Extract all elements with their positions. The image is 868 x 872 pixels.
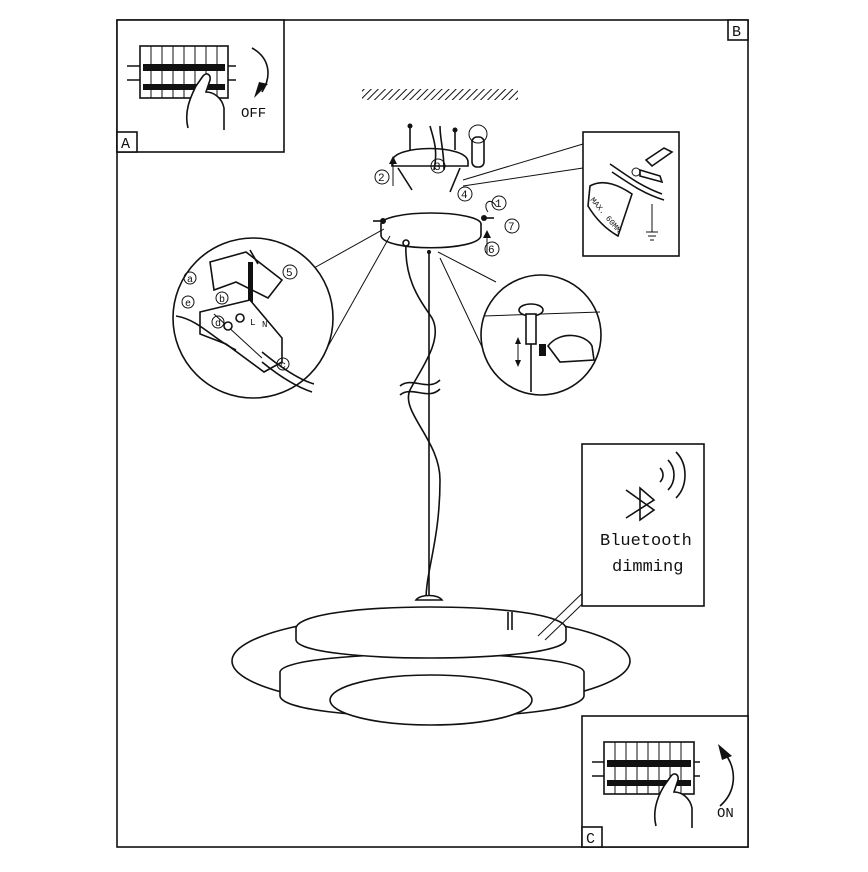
switch-on-label: ON bbox=[717, 806, 734, 822]
wire-a-label: a bbox=[187, 275, 193, 286]
step-markers: 1 2 3 4 7 6 bbox=[374, 156, 520, 257]
panel-c: ON C bbox=[581, 715, 749, 848]
step-7-label: 7 bbox=[508, 222, 515, 234]
hand-icon bbox=[185, 73, 225, 130]
terminal-n-label: N bbox=[262, 320, 267, 330]
panel-c-badge bbox=[581, 826, 603, 848]
rod-clamp-callout bbox=[480, 274, 602, 396]
breaker-strip-a bbox=[127, 45, 236, 99]
terminal-block bbox=[199, 299, 283, 373]
step-6-label: 6 bbox=[488, 245, 495, 257]
canopy bbox=[373, 212, 494, 249]
breaker-strip-c bbox=[592, 741, 700, 795]
cord-break-mark bbox=[399, 379, 441, 387]
switch-off-arrow bbox=[251, 47, 269, 93]
panel-a: OFF A bbox=[116, 19, 285, 153]
rod-leader-1 bbox=[437, 251, 497, 283]
wire-leader-1 bbox=[462, 143, 584, 181]
signal-waves-icon bbox=[659, 451, 686, 499]
wall-plug-icon bbox=[471, 136, 485, 168]
page-frame bbox=[116, 19, 749, 848]
terminal-leader-2 bbox=[321, 235, 391, 358]
bluetooth-icon bbox=[625, 486, 656, 522]
panel-c-letter: C bbox=[586, 831, 595, 848]
screwdriver-icon bbox=[248, 262, 253, 320]
dimming-label: dimming bbox=[612, 558, 683, 577]
shade-top-body bbox=[295, 606, 567, 659]
step-4-label: 4 bbox=[461, 190, 468, 202]
step-3-label: 3 bbox=[434, 162, 441, 174]
step-1-label: 1 bbox=[495, 199, 502, 211]
switch-off-label: OFF bbox=[241, 106, 266, 122]
terminal-cover bbox=[209, 251, 284, 300]
bluetooth-callout: Bluetooth dimming bbox=[581, 443, 705, 607]
wire-strip-callout: MAX. 60MM bbox=[582, 131, 680, 257]
wire-leader-2 bbox=[462, 167, 584, 187]
panel-b: B bbox=[727, 19, 749, 41]
wire-e-label: e bbox=[185, 299, 191, 310]
wire-c-label: c bbox=[280, 361, 286, 372]
panel-b-letter: B bbox=[732, 24, 741, 41]
ceiling-hatch bbox=[362, 89, 518, 100]
step-2-label: 2 bbox=[378, 173, 385, 185]
bluetooth-label: Bluetooth bbox=[600, 532, 692, 551]
mounting-bracket bbox=[391, 123, 488, 193]
wire-b-label: b bbox=[219, 294, 225, 306]
power-cord bbox=[405, 241, 441, 601]
lamp-shade bbox=[231, 594, 631, 726]
terminal-block-callout: a b c d e 5 L N bbox=[172, 237, 334, 399]
panel-b-badge bbox=[727, 19, 749, 41]
wire-d-label: d bbox=[215, 318, 221, 330]
diffuser bbox=[329, 674, 533, 726]
hand-icon-rod bbox=[546, 334, 595, 363]
step-5-label: 5 bbox=[286, 268, 293, 280]
terminal-l-label: L bbox=[250, 318, 255, 328]
pliers-icon bbox=[644, 147, 674, 168]
panel-a-letter: A bbox=[121, 136, 130, 153]
hand-icon-c bbox=[653, 773, 693, 828]
panel-a-badge bbox=[116, 131, 138, 153]
